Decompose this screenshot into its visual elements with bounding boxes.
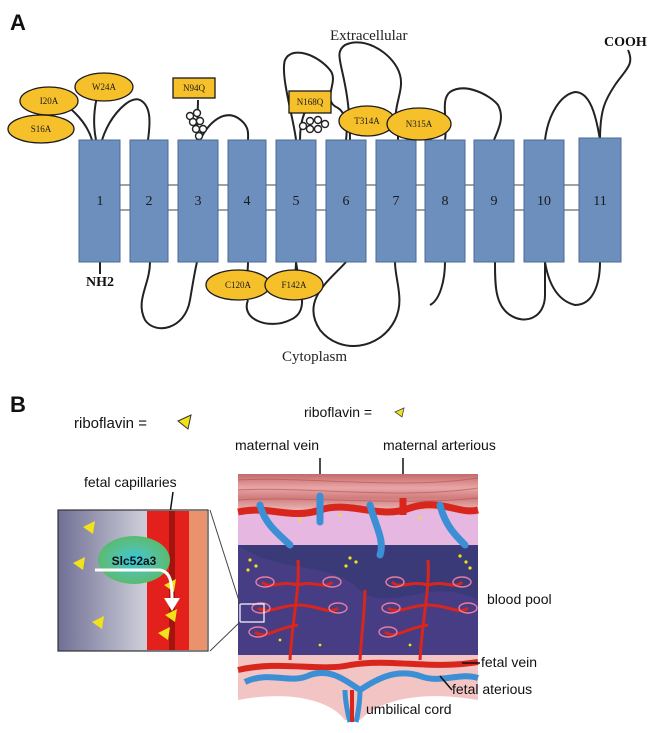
riboflavin-small-triangle-icon (394, 407, 405, 418)
maternal-arterious-label: maternal arterious (383, 437, 496, 453)
helix-label: 4 (244, 194, 251, 209)
helix-label: 9 (491, 194, 498, 209)
glycan-cluster-n168 (298, 115, 330, 134)
fetal-capillaries-label: fetal capillaries (84, 474, 177, 490)
umbilical-cord-label: umbilical cord (366, 701, 452, 717)
slc52a3-transporter (98, 536, 170, 584)
helix-11 (578, 137, 622, 263)
helix-label: 11 (593, 194, 606, 209)
helix-label: 2 (146, 194, 153, 209)
mutation-badge-n168q (288, 90, 332, 114)
helix-label: 8 (442, 194, 449, 209)
cooh-terminus-label: COOH (604, 35, 647, 50)
riboflavin-legend-large: riboflavin = (74, 415, 147, 432)
helix-7 (375, 139, 417, 263)
panel-a-label: A (10, 10, 26, 35)
mutation-labels: I20A W24A S16A N94Q N168Q T314A N315A C1… (31, 82, 433, 290)
cytoplasm-label: Cytoplasm (282, 349, 347, 365)
mutation-label: N94Q (183, 83, 205, 93)
mutation-label: T314A (354, 116, 380, 126)
maternal-vein-label: maternal vein (235, 437, 319, 453)
mutation-label: W24A (92, 82, 116, 92)
slc52a3-label: Slc52a3 (112, 554, 157, 568)
helix-3 (177, 139, 219, 263)
helix-label: 10 (537, 194, 551, 209)
capillary-endothelium (189, 511, 207, 650)
helix-2 (129, 139, 169, 263)
villi-outlines (248, 576, 478, 638)
mutation-badge-n315a (386, 107, 452, 141)
helix-label: 3 (195, 194, 202, 209)
transport-arrow (95, 568, 174, 601)
umbilical-cord-vessel (342, 689, 363, 723)
mutation-label: I20A (40, 96, 59, 106)
helix-9 (473, 139, 515, 263)
panel-b: B riboflavin = riboflavin = maternal vei… (10, 392, 552, 723)
panel-b-label: B (10, 392, 26, 417)
helix-5 (275, 139, 317, 263)
mutation-badges (7, 72, 452, 301)
helix-labels: 1 2 3 4 5 6 7 8 9 10 11 (97, 194, 607, 209)
helix-4 (227, 139, 267, 263)
riboflavin-triangle-icon (177, 414, 192, 430)
mutation-badge-n94q (172, 77, 216, 99)
mutation-badge-f142a (264, 269, 324, 301)
mutation-label: N168Q (297, 97, 324, 107)
helix-label: 1 (97, 194, 104, 209)
helix-group (78, 137, 622, 263)
nh2-terminus-label: NH2 (86, 275, 114, 290)
helix-8 (424, 139, 466, 263)
riboflavin-dots (246, 513, 472, 647)
fetal-vein-label: fetal vein (481, 654, 537, 670)
helix-label: 5 (293, 194, 300, 209)
maternal-artery-vessel (237, 501, 479, 518)
fetal-capillary-lumen (147, 511, 189, 650)
helix-label: 6 (343, 194, 350, 209)
fetal-aterious-label: fetal aterious (452, 681, 532, 697)
transport-arrow-head-icon (164, 598, 180, 611)
helix-label: 7 (393, 194, 400, 209)
helix-1 (78, 139, 121, 263)
helix-6 (325, 139, 367, 263)
villous-tree-arteries (254, 559, 469, 661)
panel-a: A Extracellular Cytoplasm COOH NH2 (7, 10, 647, 365)
zoom-line-bottom (209, 621, 241, 652)
placenta-illustration (237, 474, 479, 723)
fetal-vein-vessel (237, 659, 479, 673)
extracellular-label: Extracellular (330, 28, 407, 44)
mutation-badge-s16a (7, 114, 75, 144)
helix-10 (523, 139, 565, 263)
zoom-line-top (209, 509, 241, 605)
mutation-label: S16A (31, 124, 52, 134)
maternal-vein-vessel (256, 492, 469, 559)
blood-pool-label: blood pool (487, 591, 552, 607)
mutation-badge-w24a (74, 72, 134, 102)
riboflavin-legend-small: riboflavin = (304, 404, 372, 420)
mutation-label: C120A (225, 280, 252, 290)
fetal-aterious-pointer (439, 675, 453, 691)
mutation-label: F142A (281, 280, 307, 290)
inset-marker (239, 603, 265, 623)
transport-inset: Slc52a3 (57, 509, 209, 652)
mutation-label: N315A (406, 119, 433, 129)
glycan-cluster-n94 (185, 108, 208, 141)
